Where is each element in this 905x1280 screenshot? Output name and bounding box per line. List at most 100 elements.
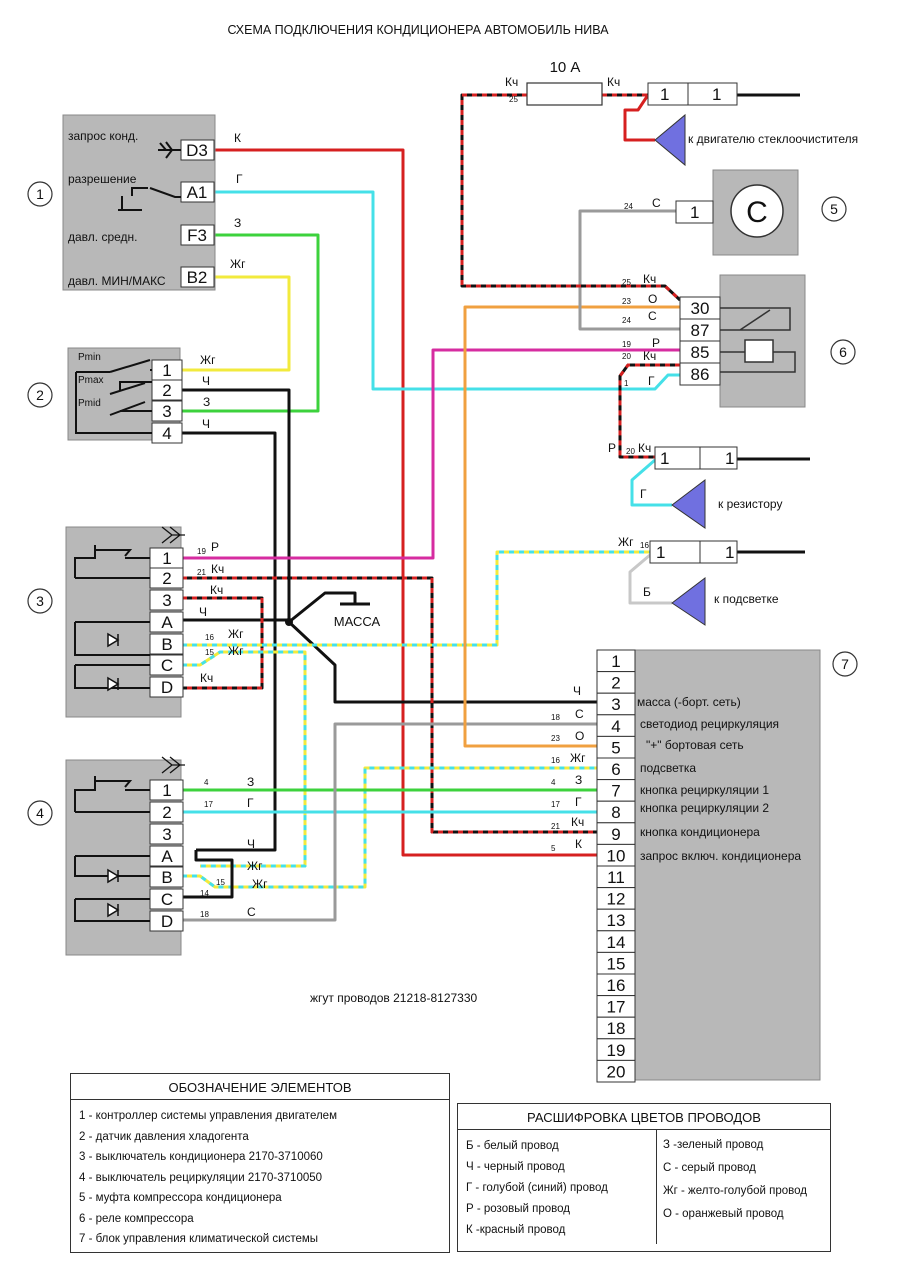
svg-text:Ч: Ч — [573, 684, 581, 698]
svg-text:B: B — [161, 868, 172, 887]
wire-cyan-resistor — [630, 458, 672, 507]
svg-text:A: A — [161, 847, 173, 866]
svg-text:С: С — [652, 196, 661, 210]
svg-text:С: С — [247, 905, 256, 919]
block-7-pin-label: 1 — [611, 652, 620, 671]
svg-text:Ч: Ч — [247, 837, 255, 851]
block-7-pin-label: 14 — [607, 933, 626, 952]
svg-text:20: 20 — [626, 447, 635, 456]
svg-text:25: 25 — [622, 278, 631, 287]
block-5-number-circle — [821, 196, 847, 222]
svg-text:С: С — [575, 707, 584, 721]
fuse-10a: 10 А Кч Кч 25 — [505, 59, 620, 106]
svg-text:Г: Г — [640, 487, 647, 501]
legend-color-item: Жг - желто-голубой провод — [663, 1185, 807, 1197]
svg-text:Жг: Жг — [230, 257, 246, 271]
block-7-pin-label: 13 — [607, 911, 626, 930]
legend-colors: РАСШИФРОВКА ЦВЕТОВ ПРОВОДОВ Б - белый пр… — [457, 1103, 831, 1252]
wire-labels: К Г З Жг Жг Ч З Ч Р Кч Кч Ч Жг Жг Кч З Г… — [199, 131, 661, 919]
legend-color-item: Б - белый провод — [466, 1140, 559, 1152]
block-7-pin-label: 18 — [607, 1019, 626, 1038]
ground-symbol: МАССА — [334, 602, 381, 629]
svg-text:85: 85 — [691, 343, 710, 362]
svg-text:86: 86 — [691, 365, 710, 384]
block-1-number-circle — [27, 181, 53, 207]
svg-text:14: 14 — [200, 889, 209, 898]
svg-text:5: 5 — [551, 844, 556, 853]
svg-text:1: 1 — [660, 449, 669, 468]
svg-text:D: D — [161, 678, 173, 697]
svg-text:10 А: 10 А — [550, 59, 581, 76]
svg-text:кнопка рециркуляции 2: кнопка рециркуляции 2 — [640, 801, 769, 815]
svg-text:К: К — [234, 131, 241, 145]
wire-gray-4 — [182, 722, 597, 922]
svg-text:масса (-борт. сеть): масса (-борт. сеть) — [637, 695, 741, 709]
wire-orange-o — [463, 305, 680, 748]
block-7-pin-label: 3 — [611, 695, 620, 714]
wire-ground — [288, 591, 357, 624]
block-4-recirc-switch: 1 2 3 A B C D — [65, 756, 185, 956]
block-7-pin-label: 7 — [611, 782, 620, 801]
svg-text:15: 15 — [205, 648, 214, 657]
block-6-number-circle — [830, 339, 856, 365]
svg-text:1: 1 — [712, 85, 721, 104]
svg-text:к двигателю стеклоочистителя: к двигателю стеклоочистителя — [688, 132, 858, 146]
svg-text:Г: Г — [575, 795, 582, 809]
block-5-number: 5 — [830, 201, 838, 217]
junction-dot — [285, 618, 293, 626]
svg-text:Pmax: Pmax — [78, 375, 104, 386]
svg-text:С: С — [648, 309, 657, 323]
svg-text:Г: Г — [236, 172, 243, 186]
svg-text:1: 1 — [660, 85, 669, 104]
svg-text:3: 3 — [162, 825, 171, 844]
svg-text:21: 21 — [197, 568, 206, 577]
block-6-relay: 30 87 85 86 — [679, 274, 806, 408]
block-7-pin-cell — [596, 1059, 636, 1083]
wire-red-wiper — [623, 94, 655, 142]
wire-kch-fuse — [460, 93, 682, 302]
svg-text:Кч: Кч — [643, 272, 656, 286]
svg-text:B: B — [161, 635, 172, 654]
svg-text:4: 4 — [551, 778, 556, 787]
svg-text:24: 24 — [622, 316, 631, 325]
legend-colors-title: РАСШИФРОВКА ЦВЕТОВ ПРОВОДОВ — [458, 1104, 830, 1130]
svg-text:Р: Р — [608, 441, 616, 455]
block-7-pin-label: 2 — [611, 674, 620, 693]
svg-text:C: C — [161, 890, 173, 909]
svg-text:D3: D3 — [186, 141, 208, 160]
svg-text:Pmin: Pmin — [78, 352, 101, 363]
block-7-pin-label: 10 — [607, 846, 626, 865]
svg-text:24: 24 — [624, 202, 633, 211]
svg-text:Г: Г — [247, 796, 254, 810]
wire-black-ch-2 — [182, 431, 277, 852]
svg-text:кнопка кондиционера: кнопка кондиционера — [640, 825, 760, 839]
svg-text:87: 87 — [691, 321, 710, 340]
block-7-pin-label: 17 — [607, 998, 626, 1017]
legend-element-item: 1 - контроллер системы управления двигат… — [79, 1110, 337, 1122]
block-4-number-circle — [27, 800, 53, 826]
svg-text:1: 1 — [725, 543, 734, 562]
svg-text:18: 18 — [551, 713, 560, 722]
legend-element-item: 7 - блок управления климатической систем… — [79, 1233, 319, 1245]
svg-text:3: 3 — [162, 591, 171, 610]
svg-text:Кч: Кч — [210, 583, 223, 597]
svg-text:Кч: Кч — [505, 75, 518, 89]
wire-gray-s — [578, 209, 680, 331]
svg-text:подсветка: подсветка — [640, 761, 696, 775]
svg-text:О: О — [575, 729, 584, 743]
legend-elements: ОБОЗНАЧЕНИЕ ЭЛЕМЕНТОВ 1 - контроллер сис… — [70, 1073, 450, 1253]
svg-text:17: 17 — [204, 800, 213, 809]
svg-text:давл. МИН/МАКС: давл. МИН/МАКС — [68, 274, 166, 288]
svg-text:23: 23 — [551, 734, 560, 743]
svg-text:25: 25 — [509, 95, 518, 104]
wire-white-b — [628, 553, 672, 605]
svg-text:Ч: Ч — [199, 605, 207, 619]
wire-numbers: 24 25 23 24 19 20 1 20 16 19 21 16 15 4 … — [197, 202, 649, 919]
svg-text:МАССА: МАССА — [334, 614, 381, 629]
svg-text:D: D — [161, 912, 173, 931]
block-7-pin-label: 12 — [607, 890, 626, 909]
block-7-number: 7 — [841, 656, 849, 672]
block-7-pin-label: 6 — [611, 760, 620, 779]
svg-text:19: 19 — [622, 340, 631, 349]
